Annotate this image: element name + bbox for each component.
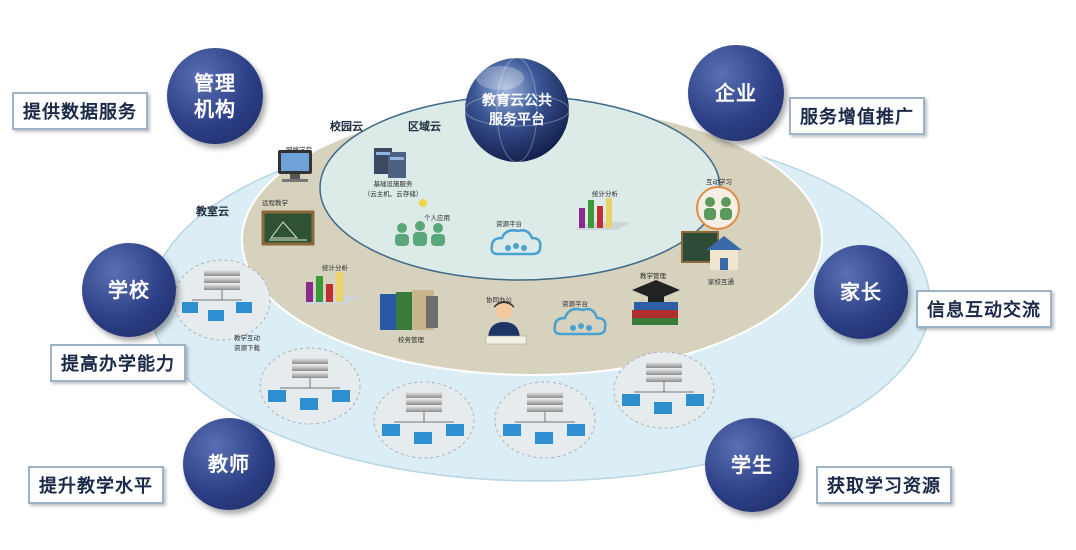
school-house-icon <box>681 231 742 270</box>
cloud-people-icon <box>553 307 607 336</box>
platform-title: 教育云公共 服务平台 <box>470 92 564 130</box>
computer-icon <box>278 150 312 182</box>
folder-icon <box>380 290 438 330</box>
management-line2: 机构 <box>194 97 236 121</box>
enterprise-bubble: 企业 <box>688 45 784 141</box>
module-teaching-mgmt: 教学管理 <box>640 272 666 280</box>
server-icon <box>374 148 406 178</box>
module-home-school: 家校互通 <box>708 278 734 286</box>
classroom-cluster-icon <box>613 351 715 429</box>
region-cloud-label: 区域云 <box>408 120 441 133</box>
management-bubble: 管理 机构 <box>167 48 263 144</box>
businessman-icon <box>485 301 527 345</box>
enterprise-benefit: 服务增值推广 <box>789 97 925 135</box>
module-office: 协同办公 <box>486 296 512 304</box>
module-personal-app: 个人应用 <box>424 214 450 222</box>
interactive-learning-icon <box>696 186 740 230</box>
module-classroom-resource-line2: 资源下载 <box>234 344 260 352</box>
module-classroom-resource: 教学互动 资源下载 <box>232 332 262 352</box>
bar-chart-icon <box>300 272 360 304</box>
management-benefit: 提供数据服务 <box>12 92 148 130</box>
module-resource-platform-outer: 资源平台 <box>562 300 588 308</box>
classroom-cluster-icon <box>494 381 596 459</box>
classroom-cloud-label: 教室云 <box>196 205 229 218</box>
module-infrastructure-line2: （云主机、云存储） <box>363 190 423 198</box>
school-bubble: 学校 <box>82 243 176 337</box>
teacher-benefit: 提升教学水平 <box>28 466 164 504</box>
graduation-cap-icon <box>632 280 680 325</box>
lightbulb-icon <box>419 199 427 207</box>
module-infrastructure-line1: 基础设施服务 <box>373 180 413 188</box>
student-benefit: 获取学习资源 <box>816 466 952 504</box>
globe-icon <box>464 57 570 163</box>
teacher-bubble: 教师 <box>183 418 275 510</box>
people-icon <box>395 221 445 246</box>
module-resource-platform-inner: 资源平台 <box>496 220 522 228</box>
module-online-class: 网络学堂 <box>286 146 312 154</box>
module-stats-inner: 统计分析 <box>592 190 618 198</box>
platform-title-line2: 服务平台 <box>489 112 545 128</box>
module-infrastructure: 基础设施服务 （云主机、云存储） <box>358 178 428 198</box>
classroom-cluster-icon <box>259 347 361 425</box>
module-remote-teaching: 远程教学 <box>262 199 288 207</box>
cloud-people-icon <box>490 229 542 256</box>
blackboard-icon <box>261 210 315 246</box>
bar-chart-icon <box>575 198 631 230</box>
parent-benefit: 信息互动交流 <box>916 290 1052 328</box>
school-benefit: 提高办学能力 <box>50 344 186 382</box>
module-classroom-resource-line1: 教学互动 <box>234 334 260 342</box>
module-stats-outer: 统计分析 <box>322 264 348 272</box>
management-line1: 管理 <box>194 71 236 95</box>
student-bubble: 学生 <box>705 418 799 512</box>
classroom-cluster-icon <box>173 259 271 341</box>
campus-cloud-label: 校园云 <box>330 120 363 133</box>
module-interactive-learning: 互动学习 <box>706 178 732 186</box>
platform-title-line1: 教育云公共 <box>482 93 552 109</box>
classroom-cluster-icon <box>373 381 475 459</box>
module-affairs-mgmt: 校务管理 <box>398 336 424 344</box>
parent-bubble: 家长 <box>814 245 908 339</box>
